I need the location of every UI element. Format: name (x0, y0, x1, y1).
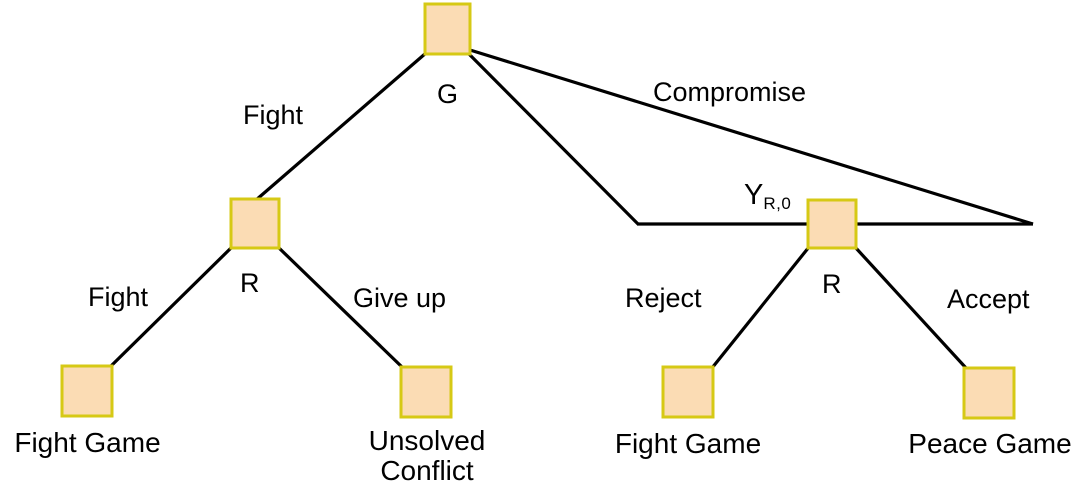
information-set-label-main: Y (744, 179, 764, 211)
outcome-caption-fight-game-right: Fight Game (614, 428, 762, 459)
edge-compromise (469, 48, 1034, 226)
player-label-root-g: G (437, 79, 459, 109)
information-set-label: YR,0 (744, 179, 792, 213)
edge-fight-top (254, 51, 428, 202)
edge-accept (853, 245, 968, 370)
node-left-r[interactable] (229, 197, 281, 250)
leaf-node-fight-game-left[interactable] (60, 364, 114, 418)
edge-label-reject: Reject (625, 283, 702, 313)
leaf-node-unsolved-conflict[interactable] (399, 365, 453, 419)
edge-to-information-set (466, 51, 640, 226)
edge-group (108, 48, 1034, 370)
outcome-caption-fight-game-left: Fight Game (14, 427, 161, 458)
node-root-g[interactable] (423, 2, 472, 56)
outcome-caption-line-2: Conflict (380, 455, 474, 487)
outcome-caption-line-1: Unsolved (368, 425, 486, 456)
edge-reject (710, 245, 811, 370)
leaf-node-fight-game-right[interactable] (661, 365, 715, 419)
edge-fight-left (108, 245, 234, 369)
outcome-caption-peace-game: Peace Game (908, 428, 1072, 459)
information-set-label-subscript: R,0 (763, 194, 792, 213)
leaf-node-peace-game[interactable] (962, 366, 1016, 420)
player-label-left-r: R (240, 268, 260, 298)
node-group (60, 2, 1016, 420)
edge-label-compromise: Compromise (653, 77, 807, 107)
edge-give-up (276, 245, 404, 369)
edge-label-accept: Accept (947, 284, 1030, 314)
edge-label-fight-left: Fight (88, 282, 149, 312)
edge-label-fight-top: Fight (243, 100, 304, 130)
player-label-right-r: R (822, 269, 842, 299)
edge-label-give-up: Give up (353, 283, 447, 313)
node-right-r[interactable] (806, 198, 858, 250)
